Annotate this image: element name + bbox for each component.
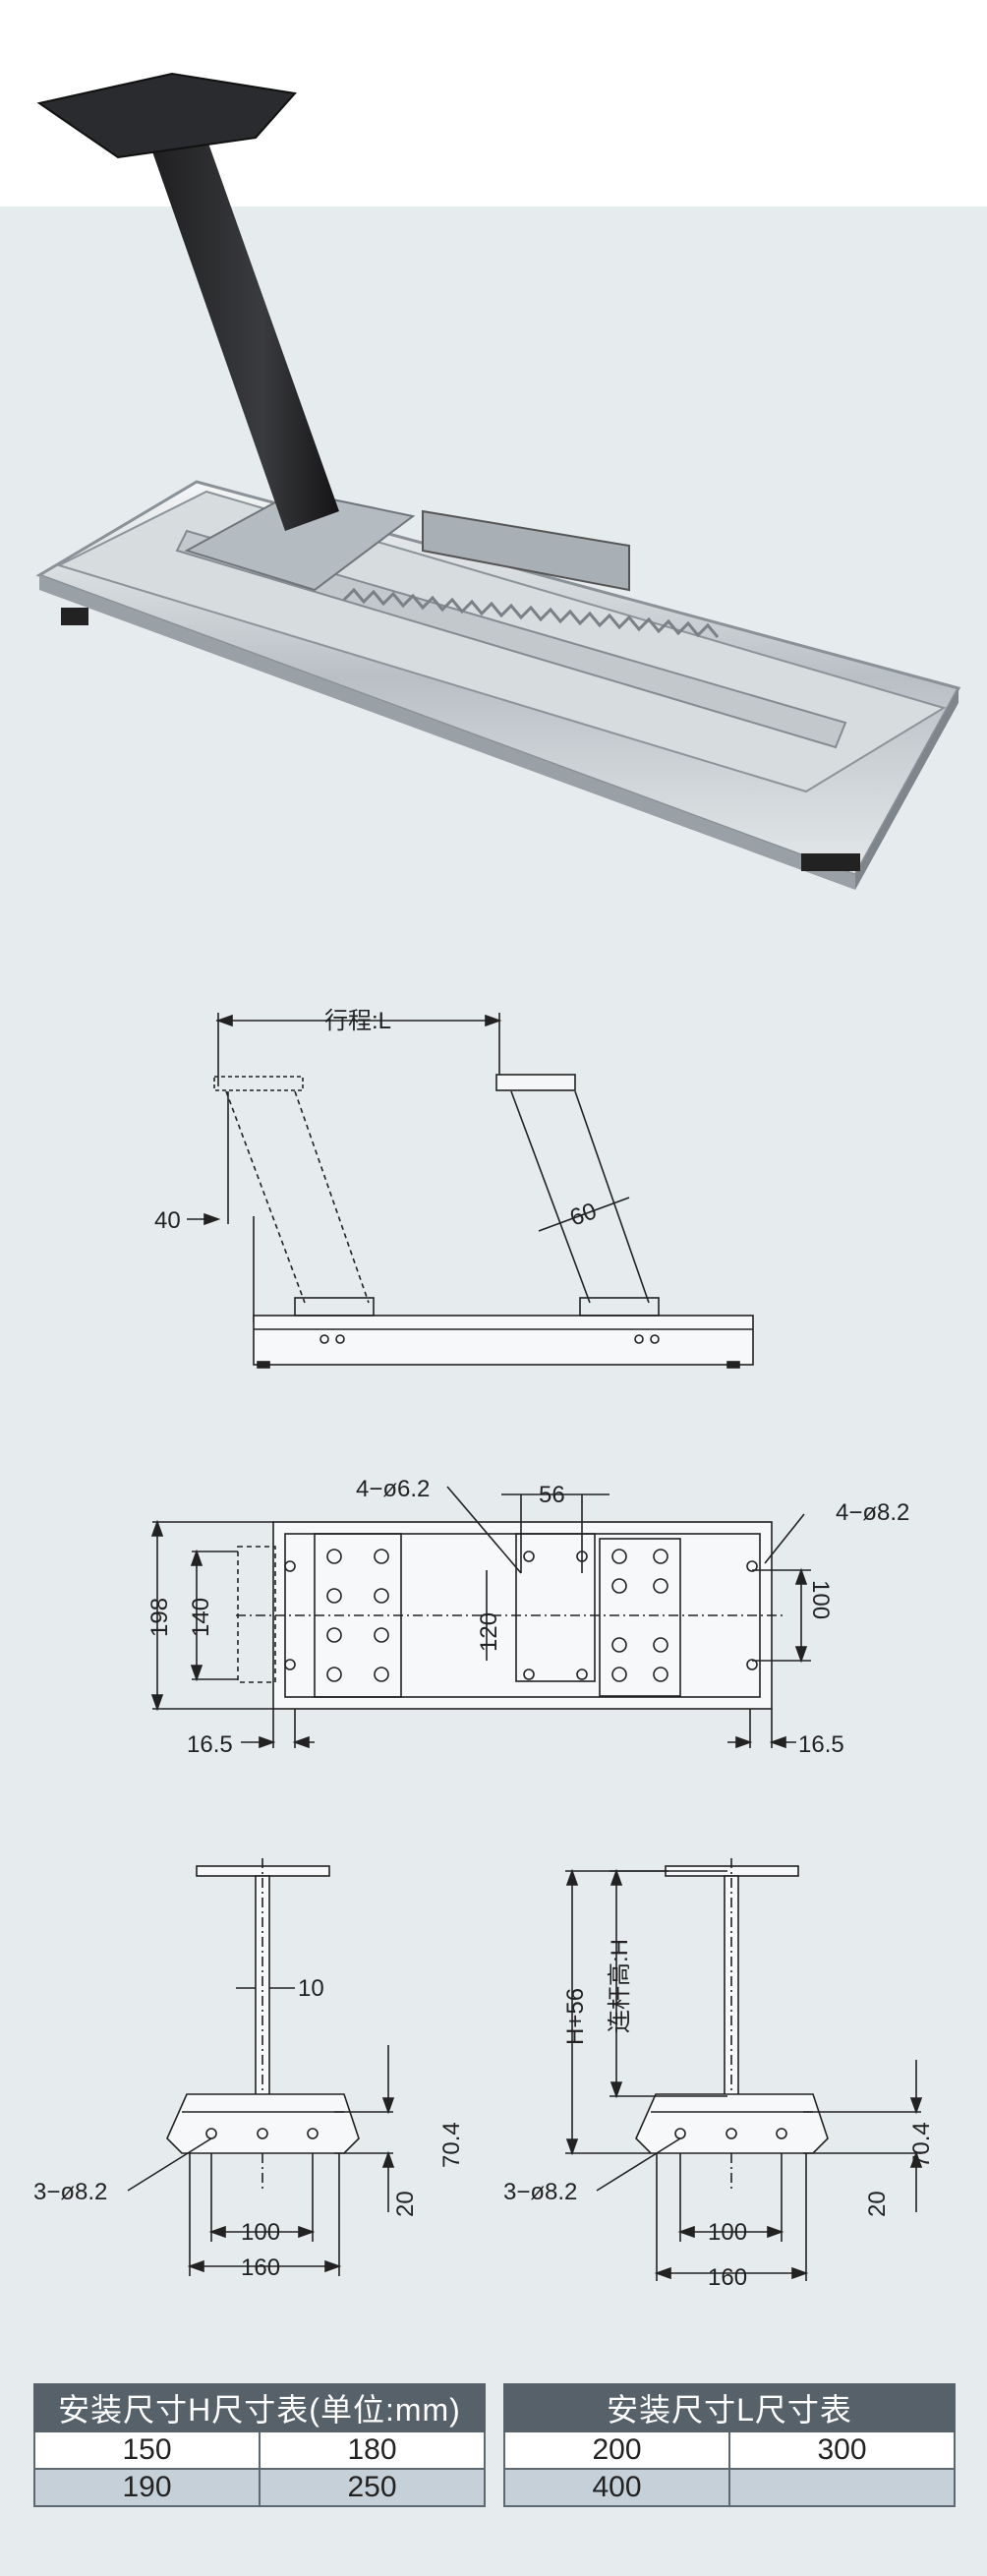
- dim-20-left: 20: [392, 2191, 419, 2217]
- dim-100-right: 100: [708, 2219, 747, 2246]
- holes-right: 3−ø8.2: [503, 2179, 577, 2205]
- hole-large-label: 4−ø8.2: [836, 1499, 909, 1526]
- dim-10: 10: [298, 1975, 324, 2002]
- dim-56: 56: [539, 1482, 565, 1508]
- dim-70-4-left: 70.4: [438, 2122, 465, 2168]
- hole-small-label: 4−ø6.2: [356, 1476, 430, 1502]
- table-row: 400: [503, 2468, 956, 2507]
- dim-100-left: 100: [241, 2219, 280, 2246]
- stroke-label: 行程:L: [324, 1008, 391, 1034]
- table-cell: 250: [258, 2468, 487, 2507]
- dim-160-left: 160: [241, 2254, 280, 2281]
- table-cell: [728, 2468, 956, 2507]
- dim-40: 40: [154, 1207, 181, 1234]
- dim-20-right: 20: [864, 2191, 891, 2217]
- table-h-size: 安装尺寸H尺寸表(单位:mm) 150 180 190 250: [33, 2383, 487, 2507]
- dim-160-right: 160: [708, 2264, 747, 2291]
- dim-60: 60: [566, 1198, 600, 1232]
- table-row: 190 250: [33, 2468, 487, 2507]
- table-cell: 300: [728, 2430, 956, 2470]
- dim-h56: H+56: [562, 1988, 589, 2045]
- table-l-size: 安装尺寸L尺寸表 200 300 400: [503, 2383, 956, 2507]
- table-row: 150 180: [33, 2430, 487, 2470]
- table-cell: 400: [503, 2468, 730, 2507]
- rod-height: 连杆高:H: [607, 1939, 633, 2033]
- dim-16-5-left: 16.5: [187, 1731, 233, 1758]
- table-cell: 180: [258, 2430, 487, 2470]
- dim-100: 100: [807, 1580, 834, 1619]
- dim-16-5-right: 16.5: [798, 1731, 844, 1758]
- dim-198: 198: [146, 1598, 173, 1637]
- table-row: 200 300: [503, 2430, 956, 2470]
- table-l-header: 安装尺寸L尺寸表: [503, 2383, 956, 2432]
- table-cell: 190: [33, 2468, 261, 2507]
- table-cell: 150: [33, 2430, 261, 2470]
- table-cell: 200: [503, 2430, 730, 2470]
- holes-left: 3−ø8.2: [33, 2179, 107, 2205]
- dim-120: 120: [476, 1612, 502, 1652]
- product-photo: [35, 72, 961, 890]
- dim-70-4-right: 70.4: [908, 2122, 935, 2168]
- dim-140: 140: [188, 1598, 214, 1637]
- table-h-header: 安装尺寸H尺寸表(单位:mm): [33, 2383, 486, 2432]
